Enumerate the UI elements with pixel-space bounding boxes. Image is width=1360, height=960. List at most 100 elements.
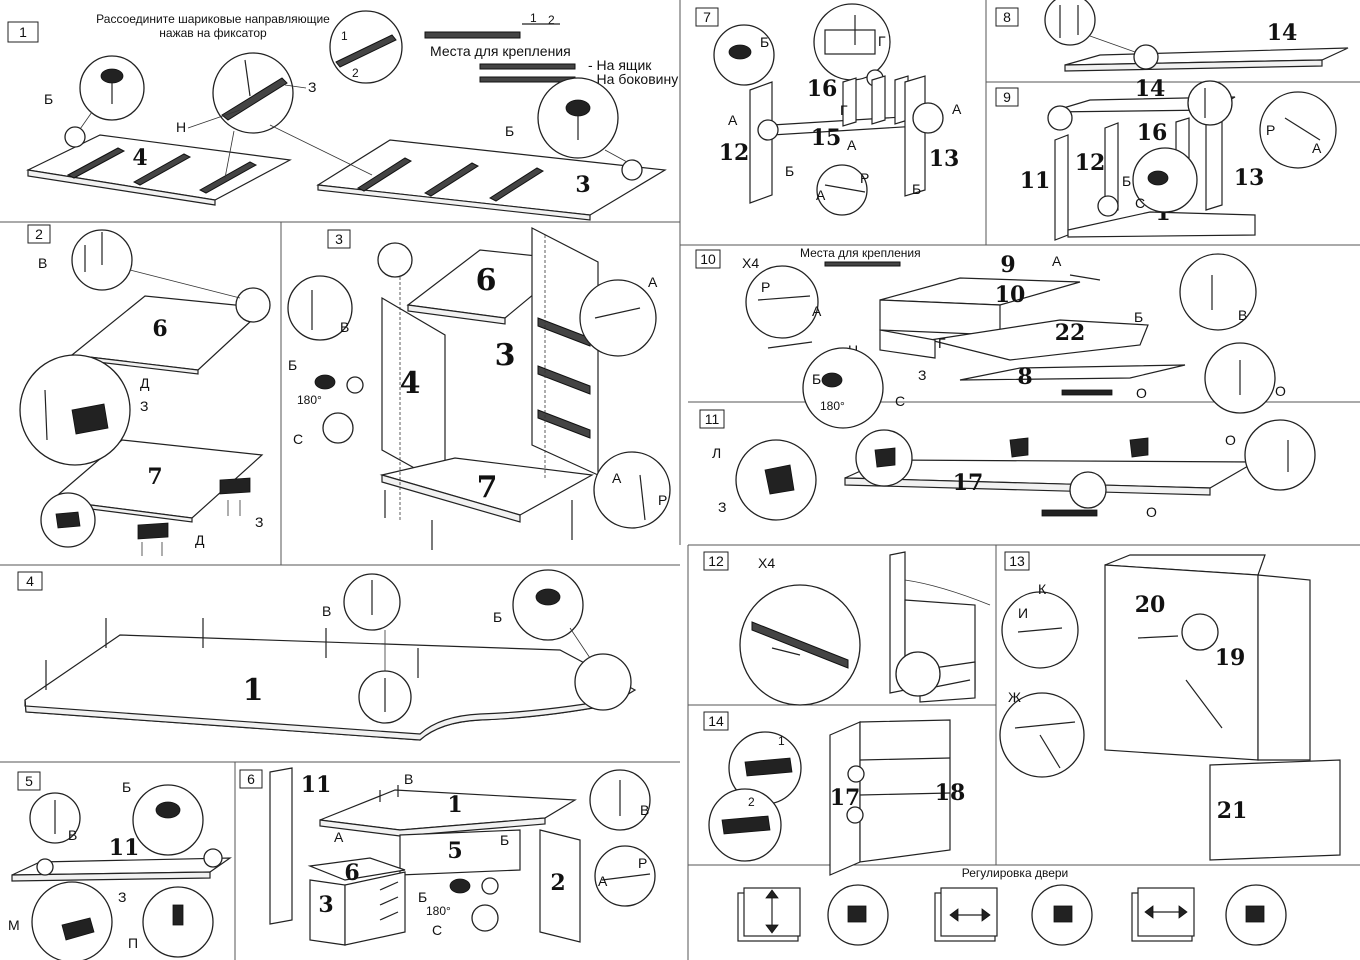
step-14: 14 1 2 17 18 bbox=[703, 711, 966, 876]
step-7-part-a: 16 bbox=[807, 76, 838, 102]
step-3-part-d: 7 bbox=[477, 470, 498, 505]
step-1-part-b: 3 bbox=[575, 172, 590, 198]
step-9-part-d: 11 bbox=[1020, 168, 1051, 194]
step-3-part-a: 6 bbox=[476, 263, 497, 298]
step-10-label-g: Г bbox=[938, 335, 946, 351]
step-8-part-a: 14 bbox=[1267, 20, 1298, 46]
step-6: 6 11 1 5 6 3 2 В В А Б Б 180° С А Р bbox=[239, 767, 656, 946]
step-1-arrow-2: 2 bbox=[548, 13, 555, 27]
step-3-label-p: Р bbox=[658, 492, 667, 508]
step-5-label-z: З bbox=[118, 889, 126, 905]
step-4: 4 1 В Б bbox=[17, 569, 637, 741]
step-1-label-n: Н bbox=[176, 119, 186, 135]
step-8-number: 8 bbox=[1003, 9, 1011, 25]
step-9-number: 9 bbox=[1003, 89, 1011, 105]
step-1-label-b2: Б bbox=[505, 123, 514, 139]
step-14-part-b: 18 bbox=[935, 780, 966, 806]
step-3-label-a2: А bbox=[612, 470, 622, 486]
step-6-label-a2: А bbox=[598, 873, 608, 889]
step-1-mount-title: Места для крепления bbox=[430, 43, 571, 59]
step-7-label-b2: Б bbox=[785, 163, 794, 179]
step-9-label-b: Б bbox=[1122, 173, 1131, 189]
step-2-label-d2: Д bbox=[195, 532, 205, 548]
step-13-label-k: К bbox=[1038, 581, 1047, 597]
step-5-part-a: 11 bbox=[109, 835, 140, 861]
step-5-label-p: П bbox=[128, 935, 138, 951]
step-1: 1 Рассоедините шариковые направляющие на… bbox=[7, 10, 678, 221]
step-7-label-b3: Б bbox=[912, 181, 921, 197]
step-6-label-b2: Б bbox=[418, 889, 427, 905]
step-4-number: 4 bbox=[26, 573, 34, 589]
step-6-part-d: 6 bbox=[344, 860, 359, 886]
step-5-label-m: М bbox=[8, 917, 20, 933]
step-12-multiplier: X4 bbox=[758, 555, 775, 571]
step-7-part-d: 13 bbox=[929, 146, 960, 172]
step-12-number: 12 bbox=[708, 553, 724, 569]
step-9-label-c: С bbox=[1135, 195, 1145, 211]
step-11-label-o: О bbox=[1225, 432, 1236, 448]
step-9-label-r: Р bbox=[1266, 122, 1275, 138]
step-3-part-c: 4 bbox=[400, 366, 421, 401]
step-13-number: 13 bbox=[1009, 553, 1025, 569]
step-5: 5 11 В Б З М П bbox=[8, 771, 232, 960]
step-2-label-z: З bbox=[140, 398, 148, 414]
step-11-number: 11 bbox=[705, 411, 720, 427]
step-4-part-a: 1 bbox=[243, 673, 264, 708]
step-13-label-i: И bbox=[1018, 605, 1028, 621]
step-14-number: 14 bbox=[708, 713, 724, 729]
step-13-part-c: 21 bbox=[1217, 798, 1248, 824]
step-5-label-b: Б bbox=[122, 779, 131, 795]
step-1-mount-drawer: - На ящик bbox=[588, 57, 652, 73]
step-7-label-a4: А bbox=[816, 187, 826, 203]
step-10-label-c: С bbox=[895, 393, 905, 409]
door-adjustment: Регулировка двери bbox=[737, 866, 1287, 946]
step-10-number: 10 bbox=[700, 251, 716, 267]
step-10-mount-title: Места для крепления bbox=[800, 246, 921, 260]
step-6-label-p: Р bbox=[638, 855, 647, 871]
step-13-part-a: 20 bbox=[1135, 592, 1166, 618]
step-10-label-b: Б bbox=[1134, 309, 1143, 325]
step-7-label-a: А bbox=[728, 112, 738, 128]
step-6-part-b: 1 bbox=[447, 792, 462, 818]
step-11-label-o2: О bbox=[1146, 504, 1157, 520]
step-2-part-b: 7 bbox=[147, 464, 162, 490]
step-9-part-c: 12 bbox=[1075, 150, 1106, 176]
step-10-label-r: Р bbox=[761, 279, 770, 295]
step-6-label-c: С bbox=[432, 922, 442, 938]
step-1-mount-side: - На боковину bbox=[588, 71, 678, 87]
step-1-number: 1 bbox=[19, 24, 27, 40]
step-10-part-c: 22 bbox=[1055, 320, 1086, 346]
step-1-arrow-label-1: 1 bbox=[341, 29, 348, 43]
step-7-label-g: Г bbox=[878, 33, 886, 49]
step-6-part-c: 5 bbox=[447, 838, 462, 864]
step-2-label-z2: З bbox=[255, 514, 263, 530]
rail-screw-zoom bbox=[212, 52, 294, 134]
drawer-rail bbox=[537, 317, 591, 439]
step-11: 11 17 Л З О О bbox=[699, 409, 1316, 521]
step-6-label-v2: В bbox=[640, 802, 649, 818]
step-6-part-f: 2 bbox=[550, 870, 565, 896]
step-10-label-o: О bbox=[1275, 383, 1286, 399]
step-10: 10 X4 Места для крепления 9 10 22 8 А Р … bbox=[695, 246, 1286, 429]
step-10-label-a: А bbox=[1052, 253, 1062, 269]
step-6-part-a: 11 bbox=[301, 772, 332, 798]
step-10-label-o2: О bbox=[1136, 385, 1147, 401]
step-5-label-v: В bbox=[68, 827, 77, 843]
step-7-part-c: 12 bbox=[719, 140, 750, 166]
step-2-label-d: Д bbox=[140, 375, 150, 391]
step-1-label-b: Б bbox=[44, 91, 53, 107]
step-6-number: 6 bbox=[247, 771, 255, 787]
step-3-angle: 180° bbox=[297, 393, 322, 407]
step-6-part-e: 3 bbox=[318, 892, 333, 918]
step-7: 7 Б Г 15 16 Г 12 13 А А А Б Р А Б bbox=[695, 3, 962, 216]
step-10-label-v: В bbox=[1238, 307, 1247, 323]
step-14-label-2: 2 bbox=[748, 795, 755, 809]
step-10-part-a: 9 bbox=[1000, 252, 1015, 278]
step-10-part-b: 10 bbox=[995, 282, 1026, 308]
step-4-label-v: В bbox=[322, 603, 331, 619]
step-3-label-a: А bbox=[648, 274, 658, 290]
step-3-label-b: Б bbox=[288, 357, 297, 373]
step-13-label-zh: Ж bbox=[1008, 689, 1021, 705]
step-6-label-a: А bbox=[334, 829, 344, 845]
step-9-label-a: А bbox=[1312, 140, 1322, 156]
